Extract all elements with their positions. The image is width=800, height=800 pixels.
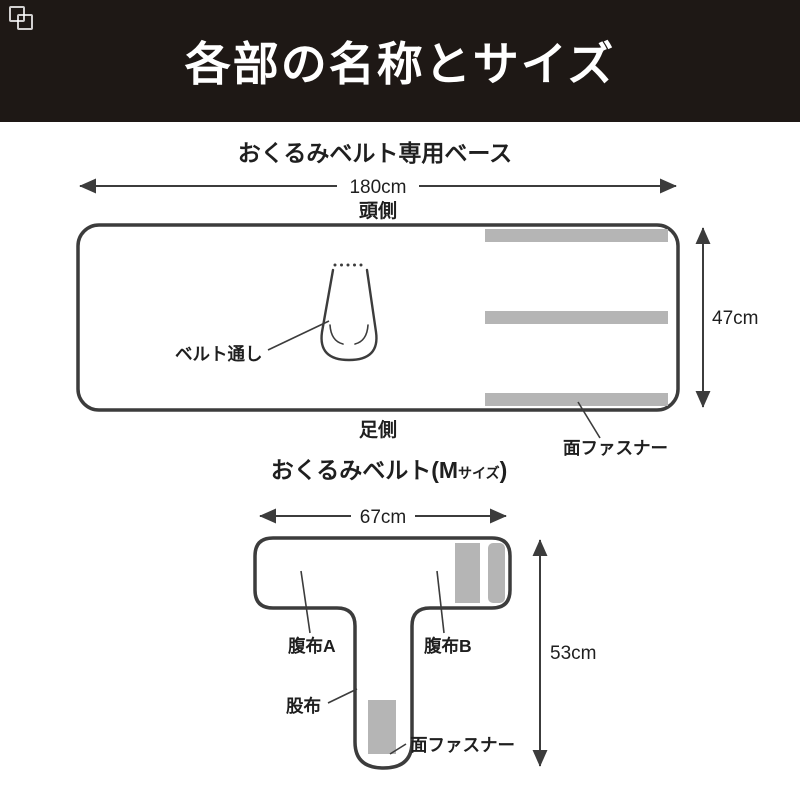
cloth-b-pointer-line bbox=[436, 570, 445, 634]
base-section-title: おくるみベルト専用ベース bbox=[238, 140, 512, 166]
cloth-b-label: 腹布B bbox=[424, 636, 472, 656]
belt-velcro-label: 面ファスナー bbox=[410, 735, 515, 755]
belt-velcro-pointer-line bbox=[389, 743, 407, 755]
cloth-a-label: 腹布A bbox=[288, 636, 336, 656]
belt-width-dimension: 67cm bbox=[259, 503, 507, 528]
belt-loop-shape bbox=[320, 263, 378, 362]
belt-height-dimension: 53cm bbox=[532, 539, 596, 767]
velcro-strip-top bbox=[485, 229, 668, 242]
belt-width-label: 67cm bbox=[360, 507, 406, 528]
belt-loop-stitch-left bbox=[329, 324, 344, 345]
overlapping-squares-icon bbox=[9, 6, 33, 30]
base-velcro-callout: 面ファスナー bbox=[563, 401, 668, 458]
belt-section-title: おくるみベルト(Mサイズ) bbox=[271, 457, 508, 483]
velcro-strip-middle bbox=[485, 311, 668, 324]
belt-outline bbox=[253, 536, 512, 770]
belt-width-label-bg bbox=[351, 503, 415, 528]
base-velcro-pointer-line bbox=[577, 401, 601, 439]
header-banner: 各部の名称とサイズ bbox=[0, 0, 800, 122]
crotch-pointer-line bbox=[327, 688, 358, 704]
base-height-dimension: 47cm bbox=[695, 227, 758, 408]
foot-side-label: 足側 bbox=[359, 419, 397, 441]
crotch-callout: 股布 bbox=[286, 688, 358, 716]
base-outline bbox=[76, 223, 680, 412]
belt-velcro-patches bbox=[368, 543, 505, 754]
crotch-label: 股布 bbox=[286, 696, 321, 716]
belt-velcro-callout: 面ファスナー bbox=[389, 735, 515, 755]
velcro-strip-bottom bbox=[485, 393, 668, 406]
base-width-label: 180cm bbox=[349, 177, 406, 198]
belt-velcro-patch-2 bbox=[488, 543, 505, 603]
cloth-b-callout: 腹布B bbox=[424, 570, 472, 656]
belt-velcro-patch-bottom bbox=[368, 700, 396, 754]
base-velcro-label: 面ファスナー bbox=[563, 438, 668, 458]
belt-loop-stitch-right bbox=[354, 324, 369, 345]
base-height-label: 47cm bbox=[712, 308, 758, 329]
belt-loop-outline bbox=[320, 268, 378, 362]
cloth-a-pointer-line bbox=[300, 570, 311, 634]
belt-loop-label: ベルト通し bbox=[175, 344, 263, 364]
belt-velcro-patch-1 bbox=[455, 543, 480, 603]
belt-loop-pointer-line bbox=[267, 320, 330, 351]
page-title: 各部の名称とサイズ bbox=[184, 38, 616, 90]
size-diagram: おくるみベルト専用ベース 180cm 頭側 ベルト通し 47cm 足 bbox=[76, 140, 758, 770]
belt-loop-callout: ベルト通し bbox=[175, 320, 330, 364]
base-velcro-strips bbox=[485, 229, 668, 406]
cloth-a-callout: 腹布A bbox=[288, 570, 336, 656]
base-width-label-bg bbox=[337, 173, 419, 199]
belt-height-label: 53cm bbox=[550, 643, 596, 664]
head-side-label: 頭側 bbox=[359, 200, 397, 222]
base-width-dimension: 180cm bbox=[79, 173, 677, 199]
